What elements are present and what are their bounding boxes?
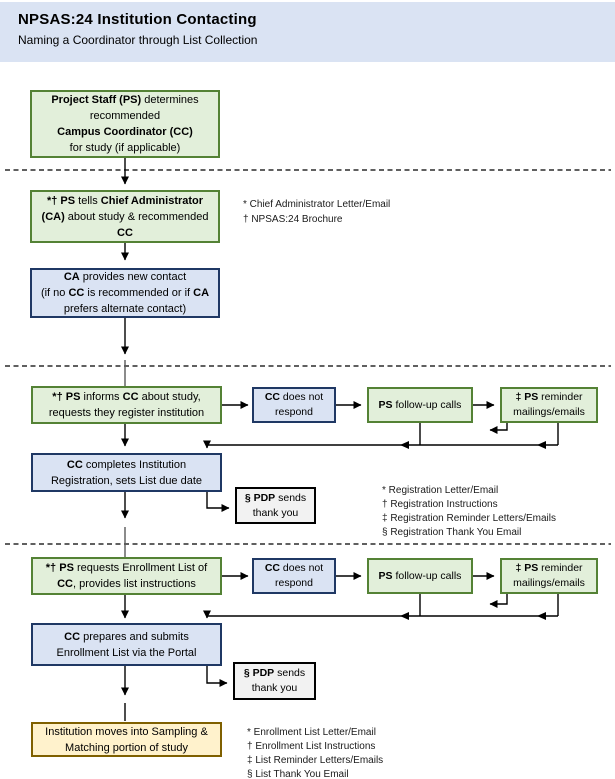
box-ps-informs-cc: *† PS informs CC about study,requests th…: [31, 386, 222, 424]
footnotes-enrollment-list: * Enrollment List Letter/Email† Enrollme…: [247, 727, 384, 779]
left-arrowhead-1b: [537, 441, 546, 449]
page-title: NPSAS:24 Institution Contacting: [18, 11, 257, 28]
arrow-reminder-back-followup-1: [489, 423, 508, 434]
collector-arrowheads: [400, 441, 546, 620]
box-ps-followup-1: PS follow-up calls: [367, 387, 473, 423]
page-subtitle: Naming a Coordinator through List Collec…: [18, 33, 258, 47]
flow-arrows: [121, 158, 559, 721]
arrow-reminder-back-followup-2: [489, 594, 508, 608]
arrow-submits-to-thankyou: [206, 666, 228, 687]
left-arrowhead-2b: [537, 612, 546, 620]
header-band: NPSAS:24 Institution Contacting Naming a…: [0, 2, 615, 62]
footnotes-registration: * Registration Letter/Email† Registratio…: [382, 485, 556, 538]
footnotes-chief-administrator: * Chief Administrator Letter/Email† NPSA…: [243, 199, 391, 225]
box-ps-tells-ca: *† PS tells Chief Administrator(CA) abou…: [30, 190, 220, 243]
box-ca-provides-contact: CA provides new contact(if no CC is reco…: [30, 268, 220, 318]
left-arrowhead-1a: [400, 441, 409, 449]
box-ps-followup-2: PS follow-up calls: [367, 558, 473, 594]
left-arrowhead-2a: [400, 612, 409, 620]
arrow-registration-to-thankyou: [206, 492, 230, 512]
box-sampling-matching: Institution moves into Sampling &Matchin…: [31, 722, 222, 757]
section-dividers: [5, 169, 611, 545]
